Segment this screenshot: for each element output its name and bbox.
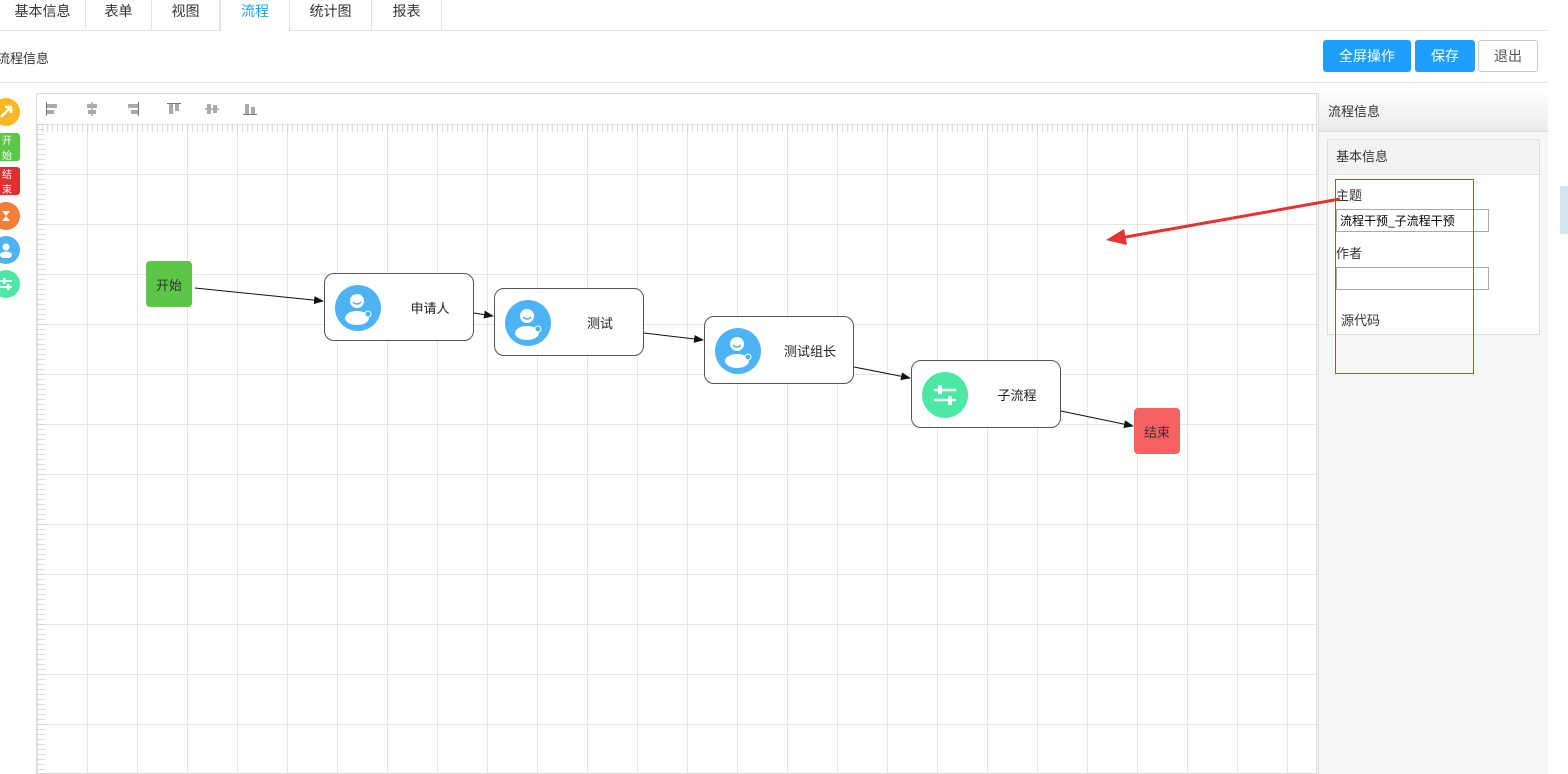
edge-test-lead[interactable] xyxy=(643,332,704,343)
flow-canvas[interactable]: 开始 结束 申请人 测试 测试组长 子流程 xyxy=(36,93,1317,774)
node-task-label: 申请人 xyxy=(410,300,450,316)
tab-flow[interactable]: 流程 xyxy=(220,0,290,31)
basic-info-section: 基本信息 主题 作者 源代码 xyxy=(1327,139,1540,335)
subject-input[interactable] xyxy=(1336,209,1489,232)
section-title: 基本信息 xyxy=(1328,140,1539,175)
page-title: 流程信息 xyxy=(0,51,50,66)
align-bottom-icon[interactable] xyxy=(243,102,257,116)
source-code-link[interactable]: 源代码 xyxy=(1341,313,1381,328)
node-task-label: 测试组长 xyxy=(783,343,836,359)
subprocess-icon xyxy=(922,372,968,418)
edge-applicant-test[interactable] xyxy=(473,310,494,319)
ruler-top xyxy=(37,124,1316,132)
panel-header: 流程信息 xyxy=(1319,93,1548,132)
node-end-label: 结束 xyxy=(1143,424,1170,440)
tab-bar: 基本信息 表单 视图 流程 统计图 报表 xyxy=(0,0,1548,31)
node-task-test-lead[interactable]: 测试组长 xyxy=(704,316,854,384)
author-input[interactable] xyxy=(1336,267,1489,290)
user-task-icon[interactable] xyxy=(0,236,20,264)
subprocess-tool-icon[interactable] xyxy=(0,270,20,298)
palette-start-label: 开始 xyxy=(2,136,12,162)
page-scrollbar[interactable] xyxy=(1548,0,1568,774)
save-button[interactable]: 保存 xyxy=(1415,40,1475,72)
annotation-box xyxy=(1335,179,1474,374)
ruler-left xyxy=(37,124,45,773)
node-task-applicant[interactable]: 申请人 xyxy=(324,273,474,341)
connector-tool-icon[interactable] xyxy=(0,98,20,126)
user-icon xyxy=(715,328,761,374)
author-label: 作者 xyxy=(1336,246,1363,261)
fullscreen-button[interactable]: 全屏操作 xyxy=(1323,40,1411,72)
edge-lead-subprocess[interactable] xyxy=(853,366,911,381)
align-right-icon[interactable] xyxy=(126,102,140,116)
subject-label: 主题 xyxy=(1336,188,1363,203)
property-panel: 流程信息 基本信息 主题 作者 源代码 xyxy=(1318,93,1548,774)
tab-view[interactable]: 视图 xyxy=(152,0,220,30)
palette-end-label: 结束 xyxy=(2,170,12,196)
user-icon xyxy=(335,285,381,331)
node-task-label: 子流程 xyxy=(997,387,1037,403)
palette-end[interactable]: 结束 xyxy=(0,167,20,196)
grid-area xyxy=(37,124,1316,773)
palette-start[interactable]: 开始 xyxy=(0,133,20,162)
tab-report[interactable]: 报表 xyxy=(372,0,442,30)
node-end[interactable]: 结束 xyxy=(1134,408,1180,454)
edge-start-applicant[interactable] xyxy=(194,287,324,305)
collapse-handle[interactable] xyxy=(1560,186,1568,234)
node-task-label: 测试 xyxy=(586,315,613,331)
exit-button[interactable]: 退出 xyxy=(1478,40,1538,72)
user-icon xyxy=(505,300,551,346)
edge-subprocess-end[interactable] xyxy=(1060,410,1134,429)
align-center-icon[interactable] xyxy=(85,102,99,116)
align-toolbar xyxy=(37,94,1316,124)
node-start[interactable]: 开始 xyxy=(146,261,192,307)
align-left-icon[interactable] xyxy=(45,102,59,116)
node-start-label: 开始 xyxy=(155,277,182,293)
tab-form[interactable]: 表单 xyxy=(86,0,152,30)
node-subprocess[interactable]: 子流程 xyxy=(911,360,1061,428)
header-row: 流程信息 全屏操作 保存 退出 xyxy=(0,30,1548,83)
tab-chart[interactable]: 统计图 xyxy=(290,0,372,30)
flow-edges xyxy=(194,287,1134,429)
align-middle-icon[interactable] xyxy=(205,102,219,116)
fork-join-icon[interactable] xyxy=(0,202,20,230)
tab-basic-info[interactable]: 基本信息 xyxy=(0,0,86,30)
align-top-icon[interactable] xyxy=(167,102,181,116)
node-task-test[interactable]: 测试 xyxy=(494,288,644,356)
